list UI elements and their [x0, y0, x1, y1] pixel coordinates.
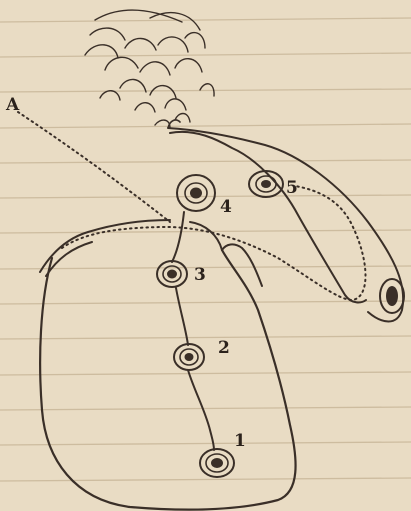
opening-3 — [157, 261, 187, 287]
label-3: 3 — [194, 265, 206, 285]
opening-2 — [174, 344, 204, 370]
label-2: 2 — [218, 338, 230, 358]
sac-outline — [40, 250, 295, 510]
dotted-line-a — [18, 112, 170, 222]
upper-duct — [168, 120, 403, 322]
frayed-tissue-edge — [85, 10, 214, 128]
terminal-opening — [380, 279, 404, 313]
label-5: 5 — [286, 178, 298, 198]
show-through-lines — [0, 18, 411, 481]
label-a: A — [5, 95, 20, 115]
connecting-duct — [172, 212, 214, 450]
opening-1 — [200, 449, 234, 477]
label-1: 1 — [234, 431, 246, 451]
membrane-edge — [40, 220, 262, 286]
dotted-inner-course — [62, 186, 366, 300]
label-4: 4 — [220, 197, 232, 217]
opening-4 — [177, 175, 215, 211]
